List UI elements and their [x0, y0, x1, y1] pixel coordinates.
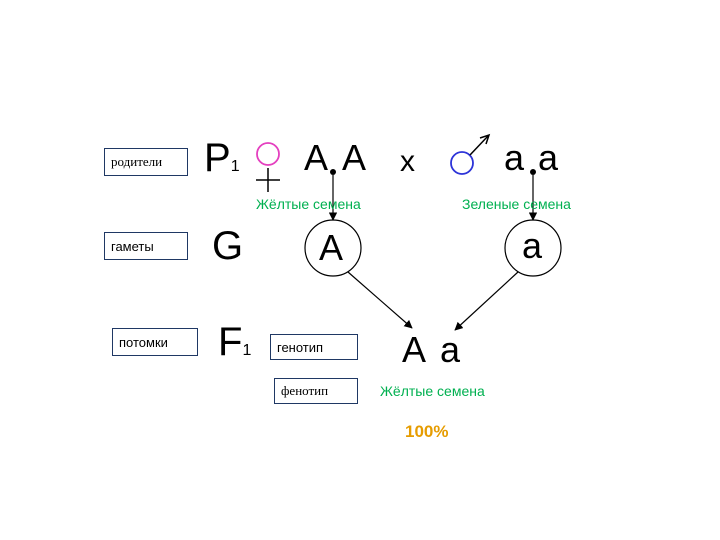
female-genotype-dot	[330, 169, 336, 175]
male-genotype: a a	[504, 138, 560, 178]
generation-f-letter: F	[218, 320, 243, 364]
parents-label: родители	[111, 154, 163, 169]
cross-sign: x	[400, 145, 415, 178]
male-gamete-circle	[504, 219, 562, 277]
phenotype-label-box: фенотип	[274, 378, 358, 404]
male-gamete: a	[522, 225, 543, 266]
gametes-label-box: гаметы	[104, 232, 188, 260]
offspring-label-box: потомки	[112, 328, 198, 356]
generation-p: P1	[204, 138, 240, 187]
offspring-allele-1: A	[402, 329, 429, 370]
male-phenotype: Зеленые семена	[462, 196, 571, 212]
female-genotype: A A	[304, 138, 368, 178]
genotype-label-box: генотип	[270, 334, 358, 360]
female-gamete-circle	[304, 219, 362, 277]
generation-f-subscript: 1	[242, 342, 252, 359]
female-gamete: A	[319, 227, 344, 268]
male-symbol-icon	[450, 133, 491, 175]
offspring-phenotype: Жёлтые семена	[380, 383, 485, 399]
gametes-label: гаметы	[111, 238, 154, 254]
offspring-label: потомки	[119, 334, 168, 350]
parents-label-box: родители	[104, 148, 188, 176]
male-genotype-dot	[530, 169, 536, 175]
generation-f: F1	[218, 322, 251, 371]
offspring-percent: 100%	[405, 422, 449, 441]
male-allele-2: a	[538, 137, 561, 178]
generation-g: G	[212, 226, 243, 266]
female-gamete-to-offspring-arrow	[347, 271, 413, 329]
generation-p-letter: P	[204, 136, 231, 180]
female-allele-1: A	[304, 137, 331, 178]
male-gamete-to-offspring-arrow	[454, 271, 519, 331]
offspring-allele-2: a	[440, 329, 463, 370]
female-symbol-icon	[256, 142, 280, 192]
female-allele-2: A	[342, 137, 369, 178]
phenotype-label: фенотип	[281, 383, 329, 398]
female-phenotype: Жёлтые семена	[256, 196, 361, 212]
genotype-label: генотип	[277, 339, 324, 355]
generation-g-letter: G	[212, 224, 244, 268]
offspring-genotype: A a	[402, 330, 462, 370]
generation-p-subscript: 1	[230, 158, 240, 175]
male-allele-1: a	[504, 137, 527, 178]
